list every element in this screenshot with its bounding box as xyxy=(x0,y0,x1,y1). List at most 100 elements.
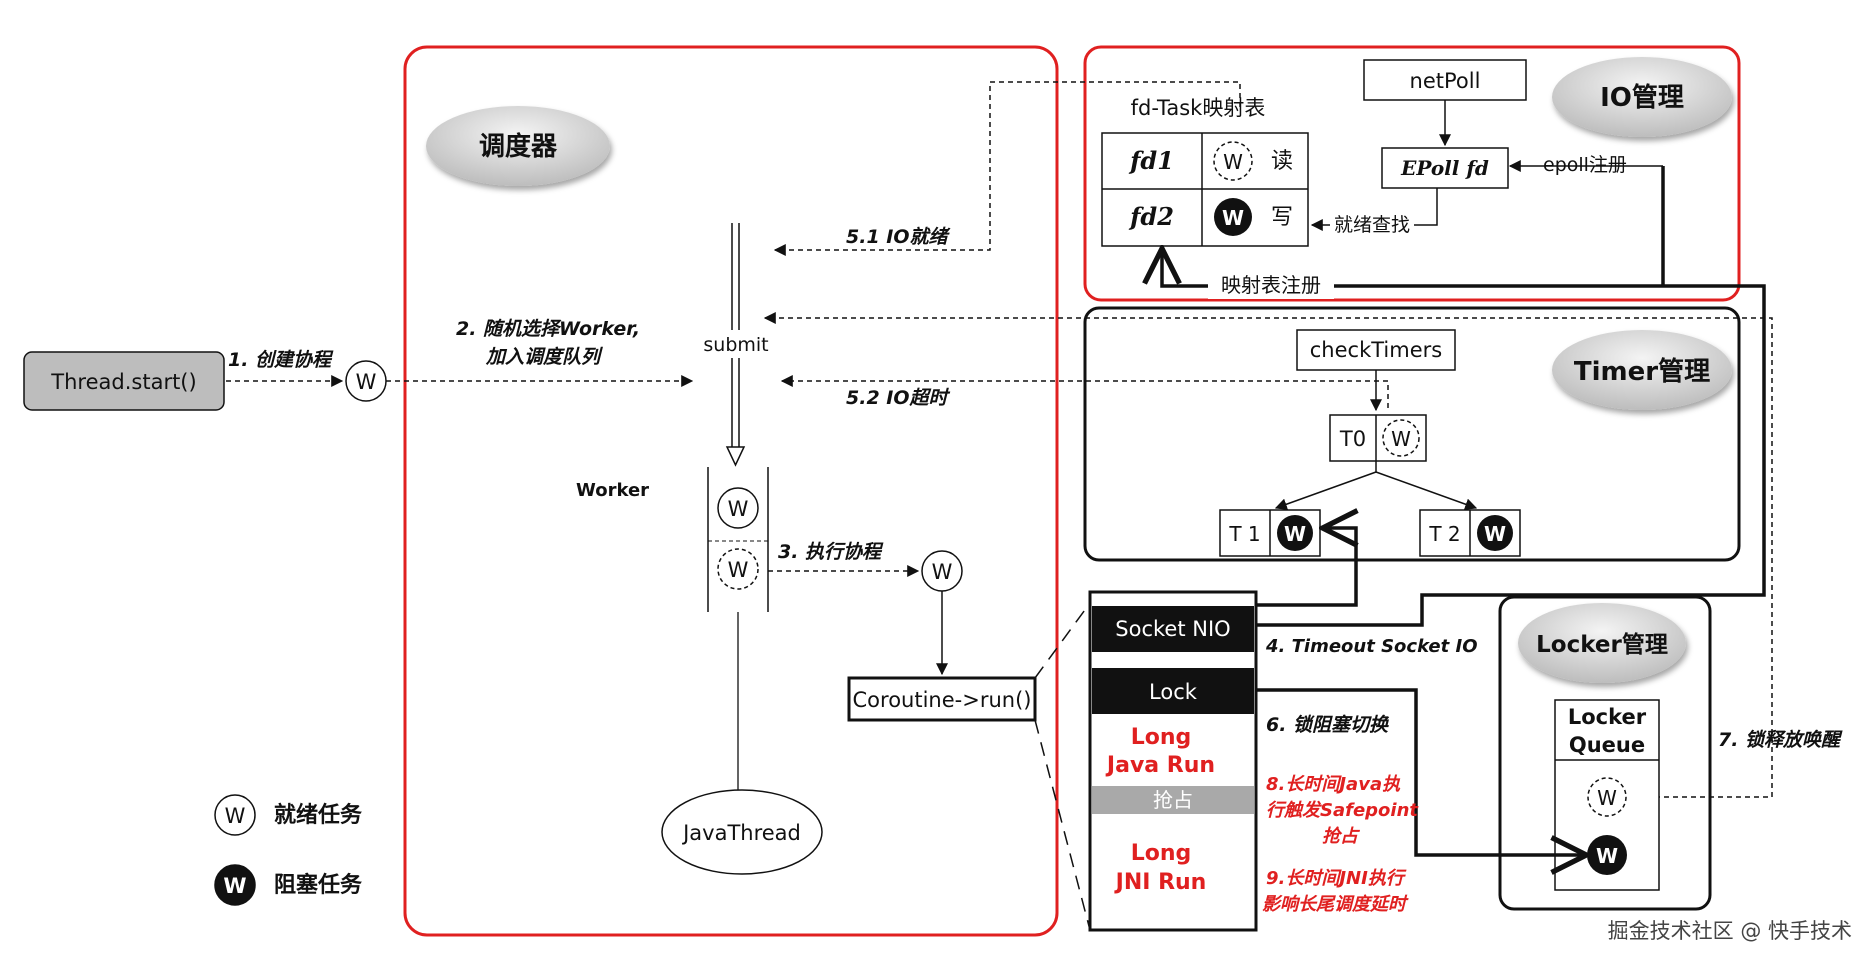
worker-label: Worker xyxy=(576,480,649,501)
step4-arrow xyxy=(1256,528,1356,607)
legend-blocked-icon xyxy=(214,864,256,906)
fd2-blocked-task-icon xyxy=(1214,198,1252,236)
step52-label: 5.2 IO超时 xyxy=(846,387,950,409)
step51-arrow xyxy=(773,81,1241,256)
legend-blocked-label: 阻塞任务 xyxy=(274,872,363,898)
step7-label: 7. 锁释放唤醒 xyxy=(1718,729,1843,751)
ready-lookup-label-bg xyxy=(1330,211,1414,237)
check-timers-label: checkTimers xyxy=(1310,338,1442,362)
submit-label-bg xyxy=(700,330,772,358)
socket-nio-label: Socket NIO xyxy=(1115,617,1230,641)
long-java-line2: Java Run xyxy=(1105,753,1215,778)
step6-label: 6. 锁阻塞切换 xyxy=(1266,714,1390,736)
epoll-fd-label: EPoll fd xyxy=(1400,156,1489,180)
worker-running-task-w: W xyxy=(728,558,749,582)
t0-to-t1-edge xyxy=(1274,471,1377,510)
t0-to-t2-edge xyxy=(1375,471,1478,510)
scheduler-title: 调度器 xyxy=(479,131,558,162)
t1-blocked-task-icon xyxy=(1277,515,1313,551)
step6-arrow xyxy=(1256,688,1583,855)
locker-blocked-task-w: W xyxy=(1596,844,1618,868)
submit-arrowhead xyxy=(725,446,746,467)
step52-arrow xyxy=(780,375,1389,408)
t1-label: T 1 xyxy=(1228,522,1260,546)
preempt-block xyxy=(1092,786,1254,814)
timer-title: Timer管理 xyxy=(1574,357,1710,387)
locker-blocked-task-icon xyxy=(1587,835,1627,875)
epoll-fd-box xyxy=(1381,147,1509,189)
step9-line1: 9.长时间JNI执行 xyxy=(1266,868,1407,889)
step2-label-line1: 2. 随机选择Worker, xyxy=(456,318,640,340)
step4-label: 4. Timeout Socket IO xyxy=(1265,636,1478,657)
fd1-ready-task-w: W xyxy=(1223,150,1243,174)
stack-zoom-bottom xyxy=(1034,719,1091,931)
coroutine-run-label: Coroutine->run() xyxy=(853,688,1032,712)
fd1-read-label: 读 xyxy=(1271,149,1293,174)
locker-ready-task-icon xyxy=(1587,777,1627,817)
step9-line2: 影响长尾调度延时 xyxy=(1262,894,1409,915)
step8-line3: 抢占 xyxy=(1322,826,1361,847)
fd2-blocked-task-w: W xyxy=(1222,206,1244,230)
worker-ready-task-w: W xyxy=(728,497,749,521)
io-manager-frame xyxy=(1083,45,1741,302)
epoll-register-label: epoll注册 xyxy=(1543,154,1627,176)
t0-ready-task-icon xyxy=(1382,419,1420,457)
socket-nio-block xyxy=(1092,606,1254,652)
worker-running-task-icon xyxy=(717,548,759,590)
locker-title: Locker管理 xyxy=(1536,631,1668,658)
netpoll-label: netPoll xyxy=(1410,69,1481,93)
fd2-label: fd2 xyxy=(1128,202,1174,231)
watermark: 掘金技术社区 @ 快手技术 xyxy=(1608,919,1852,943)
preempt-label: 抢占 xyxy=(1153,788,1193,812)
check-timers-box xyxy=(1296,329,1456,371)
fd2-write-label: 写 xyxy=(1271,205,1293,230)
lock-block xyxy=(1092,668,1254,714)
wake-arrow xyxy=(763,312,1773,798)
timer-manager-frame xyxy=(1083,306,1741,562)
long-jni-line1: Long xyxy=(1131,841,1192,866)
legend-ready-icon xyxy=(214,794,256,836)
executing-task-w: W xyxy=(932,560,953,584)
legend-blocked-w: W xyxy=(223,874,246,898)
t0-label: T0 xyxy=(1339,427,1366,451)
step51-label: 5.1 IO就绪 xyxy=(846,226,950,248)
legend-ready-label: 就绪任务 xyxy=(274,802,363,828)
step8-line1: 8.长时间Java执 xyxy=(1266,774,1401,795)
locker-queue-line2: Queue xyxy=(1569,733,1645,757)
step8-line2: 行触发Safepoint xyxy=(1266,800,1419,821)
t1-blocked-task-w: W xyxy=(1284,522,1306,546)
map-register-label: 映射表注册 xyxy=(1221,273,1321,297)
map-register-label-bg xyxy=(1208,271,1334,299)
java-thread-ellipse xyxy=(661,789,823,875)
locker-manager-frame xyxy=(1498,595,1712,911)
submit-label: submit xyxy=(703,334,768,356)
t0-ready-task-w: W xyxy=(1391,427,1411,451)
locker-queue-line1: Locker xyxy=(1568,705,1647,729)
fd1-label: fd1 xyxy=(1128,146,1174,175)
ready-lookup-label: 就绪查找 xyxy=(1334,214,1410,236)
fd-table-title: fd-Task映射表 xyxy=(1131,96,1266,120)
long-jni-line2: JNI Run xyxy=(1114,870,1207,895)
scheduler-title-ellipse xyxy=(426,106,610,186)
step2-label-line2: 加入调度队列 xyxy=(485,346,603,368)
thread-start-label: Thread.start() xyxy=(50,370,196,394)
step1-label: 1. 创建协程 xyxy=(228,349,334,371)
timer-title-ellipse xyxy=(1552,330,1732,410)
map-register-line xyxy=(1162,252,1766,627)
step3-label: 3. 执行协程 xyxy=(778,541,884,563)
scheduler-frame xyxy=(403,45,1059,937)
io-title-ellipse xyxy=(1552,57,1732,137)
locker-title-ellipse xyxy=(1518,603,1686,683)
long-java-line1: Long xyxy=(1131,725,1192,750)
ready-task-w: W xyxy=(356,370,377,394)
t2-blocked-task-w: W xyxy=(1484,522,1506,546)
netpoll-box xyxy=(1363,59,1527,101)
worker-ready-task-icon xyxy=(717,487,759,529)
java-thread-label: JavaThread xyxy=(681,821,801,845)
fd1-ready-task-icon xyxy=(1213,141,1253,181)
legend-ready-w: W xyxy=(225,804,246,828)
coroutine-run-box xyxy=(847,676,1037,722)
thread-start-box xyxy=(23,351,225,411)
lock-label: Lock xyxy=(1149,680,1198,704)
